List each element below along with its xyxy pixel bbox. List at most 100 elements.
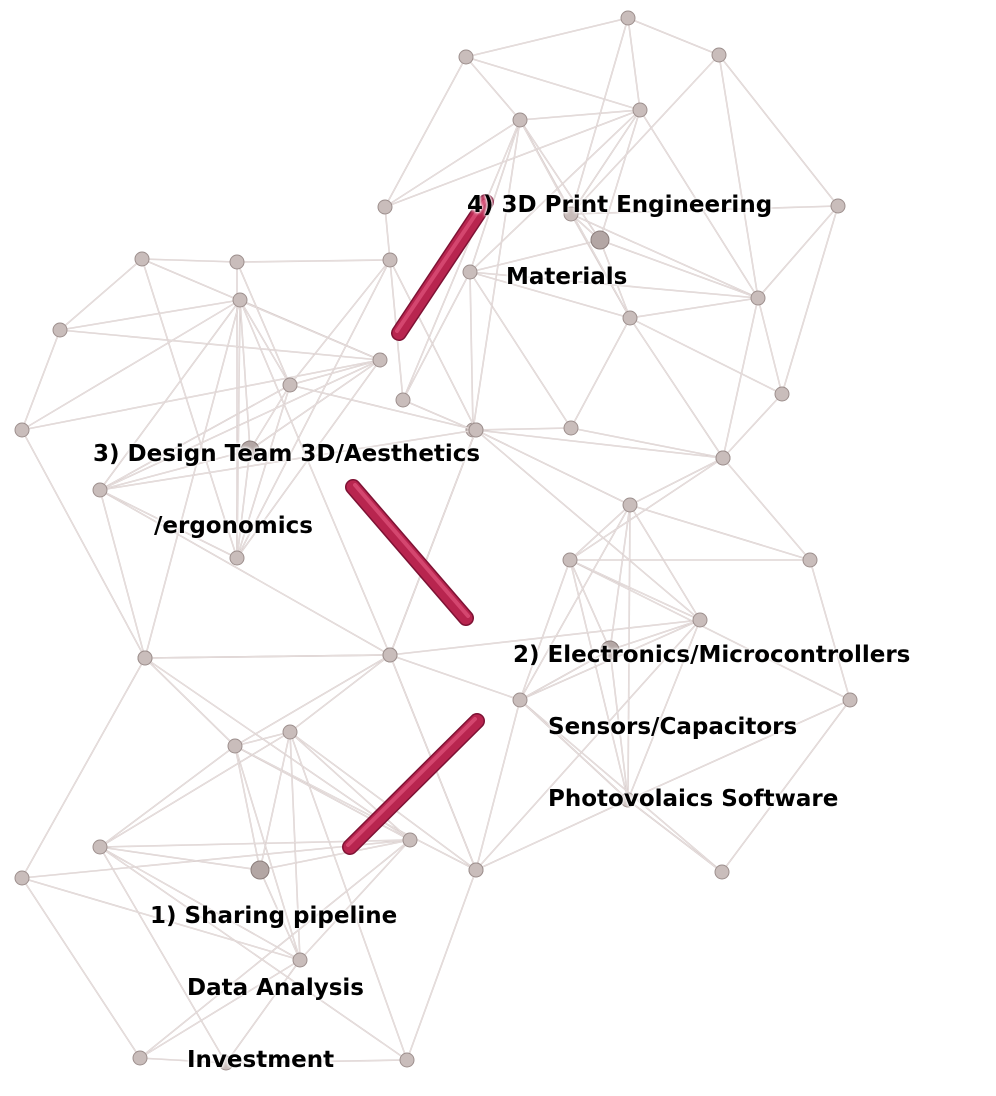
strut-beam: [99, 489, 391, 656]
strut-beam: [465, 56, 521, 121]
strut-beam: [234, 745, 301, 961]
strut-node: [232, 292, 248, 308]
icosahedron-frame-top: [377, 10, 846, 466]
strut-beam: [234, 745, 477, 871]
strut-beam: [236, 259, 391, 559]
strut-beam: [99, 745, 236, 848]
strut-beam: [519, 504, 631, 701]
strut-beam: [289, 359, 381, 386]
strut-node: [292, 952, 308, 968]
strut-beam: [781, 205, 839, 395]
strut-beam: [99, 359, 381, 491]
strut-beam: [225, 959, 301, 1064]
strut-beam: [469, 109, 641, 273]
strut-beam: [475, 699, 521, 871]
strut-node: [842, 692, 858, 708]
strut-beam: [629, 317, 783, 395]
strut-beam: [519, 109, 641, 121]
strut-beam: [718, 54, 759, 299]
strut-beam: [144, 654, 391, 659]
strut-node: [282, 377, 298, 393]
strut-node: [512, 692, 528, 708]
strut-beam: [465, 56, 641, 111]
strut-node: [402, 832, 418, 848]
strut-beam: [384, 109, 641, 208]
strut-beam: [519, 119, 572, 215]
strut-beam: [757, 297, 783, 395]
strut-beam: [599, 239, 759, 299]
strut-beam: [722, 457, 811, 561]
strut-node: [227, 738, 243, 754]
strut-beam: [99, 731, 291, 848]
icosahedron-frame-bottom: [14, 647, 484, 1071]
strut-node: [218, 1055, 234, 1071]
strut-node: [462, 264, 478, 280]
label-stage-1: 1) Sharing pipeline Data Analysis Invest…: [150, 856, 397, 1096]
strut-beam: [139, 839, 411, 1059]
strut-beam: [475, 429, 701, 621]
strut-node: [711, 47, 727, 63]
strut-beam: [627, 17, 720, 56]
strut-node: [372, 352, 388, 368]
strut-beam: [389, 259, 477, 431]
strut-beam: [629, 297, 759, 319]
strut-beam: [475, 619, 701, 871]
strut-node: [562, 552, 578, 568]
strut-node: [620, 792, 636, 808]
strut-node: [399, 1052, 415, 1068]
strut-beam: [599, 109, 641, 241]
strut-beam: [718, 54, 839, 207]
strut-node: [382, 647, 398, 663]
strut-beam: [236, 359, 381, 559]
strut-node: [92, 839, 108, 855]
strut-beam: [249, 359, 381, 451]
strut-beam: [389, 619, 701, 656]
strut-beam: [569, 504, 631, 561]
label-stage-4: 4) 3D Print Engineering Materials: [467, 145, 772, 313]
strut-node: [282, 724, 298, 740]
label-stage-4-line-2: Materials: [506, 264, 628, 290]
strut-node: [715, 450, 731, 466]
strut-beam: [225, 1059, 408, 1064]
strut-node: [395, 392, 411, 408]
strut-beam: [289, 731, 411, 841]
strut-node: [622, 497, 638, 513]
connector-rod-2-1: [342, 713, 485, 855]
strut-beam: [609, 619, 701, 651]
strut-node: [468, 422, 484, 438]
strut-beam: [569, 457, 724, 561]
strut-beam: [99, 846, 408, 1061]
strut-beam: [139, 959, 301, 1059]
strut-beam: [139, 1057, 227, 1064]
strut-node: [563, 206, 579, 222]
strut-beam: [289, 654, 391, 733]
strut-beam: [570, 205, 839, 215]
strut-beam: [141, 258, 238, 559]
strut-node: [229, 550, 245, 566]
strut-beam: [469, 239, 601, 273]
strut-beam: [627, 619, 701, 801]
strut-beam: [144, 299, 241, 659]
strut-beam: [609, 504, 631, 651]
strut-beam: [519, 699, 629, 801]
strut-beam: [21, 429, 146, 659]
strut-beam: [475, 429, 724, 459]
strut-beam: [570, 317, 631, 429]
strut-beam: [384, 119, 521, 208]
strut-beam: [570, 109, 641, 215]
strut-beam: [475, 799, 629, 871]
strut-beam: [609, 649, 629, 801]
label-stage-3-line-2: /ergonomics: [154, 513, 313, 539]
strut-beam: [236, 449, 251, 559]
strut-beam: [569, 559, 611, 651]
strut-node: [830, 198, 846, 214]
strut-beam: [519, 619, 701, 701]
strut-beam: [629, 317, 724, 459]
strut-beam: [99, 846, 261, 871]
strut-beam: [21, 329, 61, 431]
strut-beam: [475, 429, 631, 506]
strut-beam: [721, 699, 851, 873]
strut-beam: [239, 299, 391, 656]
strut-beam: [389, 654, 521, 701]
